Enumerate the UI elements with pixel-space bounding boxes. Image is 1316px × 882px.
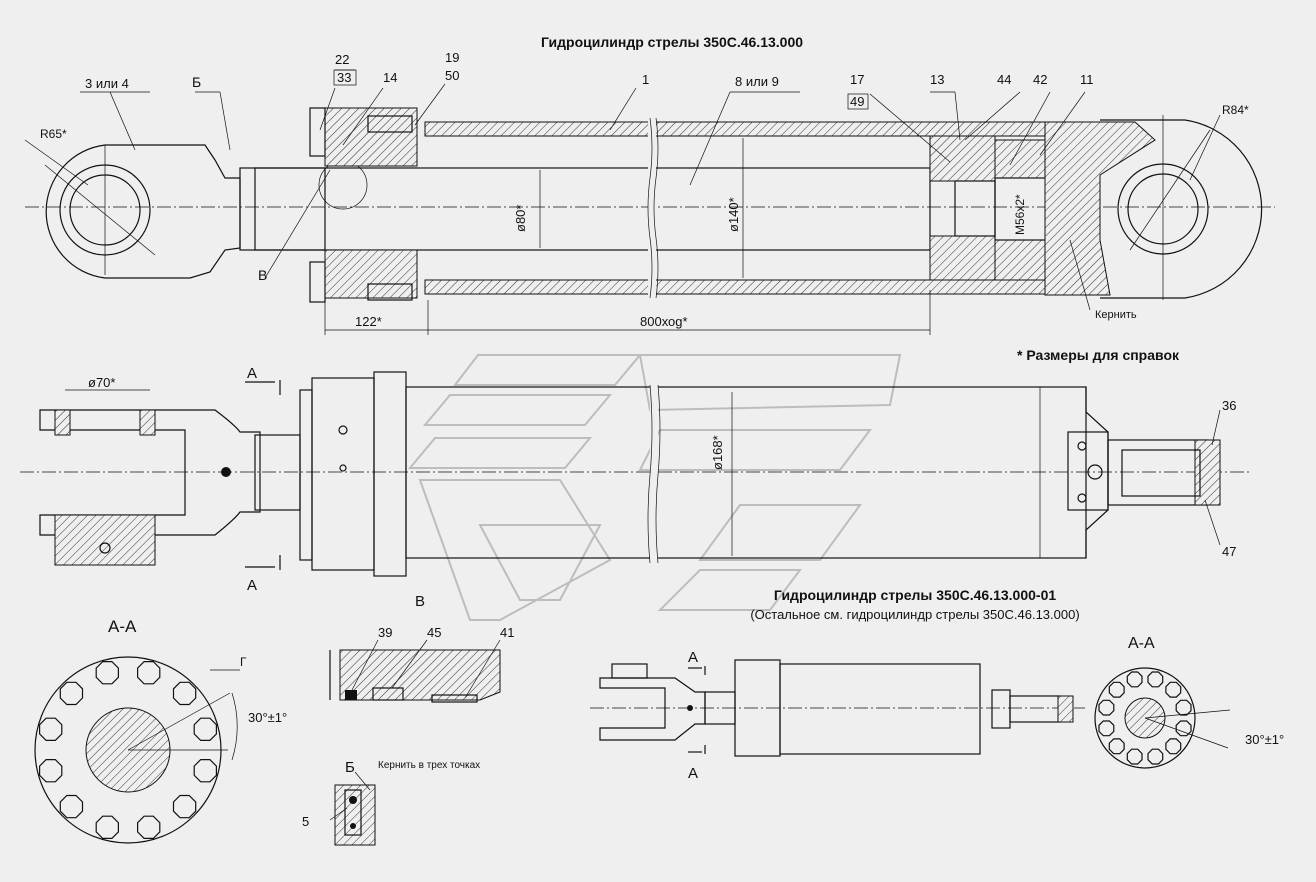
callout-19: 19 [445,50,459,65]
kernit-three-points: Кернить в трех точках [378,760,480,771]
section-aa-right [1094,667,1231,769]
bolt-head-icon [1147,671,1164,688]
reference-note: * Размеры для справок [1017,347,1180,363]
callout-5: 5 [302,814,309,829]
bolt-head-icon [193,758,217,783]
variant-arrow-a-upper: А [688,649,698,666]
view-b-detail [329,771,376,846]
dim-d70: ø70* [88,375,115,390]
callout-50: 50 [445,68,459,83]
top-section-view [24,69,1275,335]
bolt-head-icon [38,717,63,742]
bolt-head-icon [172,681,197,706]
variant-exterior-view [590,659,1085,757]
callout-44: 44 [997,72,1011,87]
callout-gamma: Г [240,655,247,669]
bolt-head-icon [38,758,63,783]
variant-note: (Остальное см. гидроцилиндр стрелы 350С.… [750,607,1079,622]
dim-d168: ø168* [710,435,725,470]
bolt-head-icon [1126,671,1143,688]
variant-title: Гидроцилиндр стрелы 350С.46.13.000-01 [774,587,1056,603]
callout-b-top: Б [192,74,201,90]
callout-3-or-4: 3 или 4 [85,76,129,91]
bolt-head-icon [1108,681,1125,698]
view-v-title: В [415,593,425,610]
main-title: Гидроцилиндр стрелы 350С.46.13.000 [541,34,803,50]
angle-left: 30°±1° [248,710,287,725]
callout-14: 14 [383,70,397,85]
callout-45: 45 [427,625,441,640]
section-aa-left-title: А-А [108,617,137,636]
bolt-head-icon [1165,738,1182,755]
section-aa-right-title: А-А [1128,635,1155,652]
dim-122: 122* [355,314,382,329]
section-arrow-a-upper: А [247,365,257,382]
bolt-head-icon [59,794,84,819]
callout-11: 11 [1080,72,1094,87]
dim-800: 800хоg* [640,314,688,329]
view-v-detail [329,639,501,703]
callout-13: 13 [930,72,944,87]
middle-exterior-view [20,371,1250,577]
variant-arrow-a-lower: А [688,765,698,782]
dim-r65: R65* [40,127,67,141]
callout-8-or-9: 8 или 9 [735,74,779,89]
bolt-head-icon [95,815,120,840]
callout-1: 1 [642,72,649,87]
callout-33: 33 [337,70,351,85]
bolt-head-icon [1175,720,1192,737]
callout-42: 42 [1033,72,1047,87]
dim-m56: M56x2* [1013,194,1027,235]
bolt-head-icon [1108,738,1125,755]
bolt-head-icon [1165,681,1182,698]
callout-41: 41 [500,625,514,640]
bolt-head-icon [59,681,84,706]
callout-17: 17 [850,72,864,87]
section-aa-left [34,656,240,844]
callout-22: 22 [335,52,349,67]
view-b-title: Б [345,759,355,776]
callout-v: В [258,267,267,283]
angle-right: 30°±1° [1245,732,1284,747]
bolt-head-icon [193,717,217,742]
callout-39: 39 [378,625,392,640]
callout-36: 36 [1222,398,1236,413]
bolt-head-icon [95,660,120,685]
bolt-head-icon [172,794,197,819]
section-arrow-a-lower: А [247,577,257,594]
kernit-label: Кернить [1095,309,1137,321]
bolt-head-icon [1175,699,1192,716]
bolt-head-icon [137,815,161,840]
dim-d80: ø80* [513,205,528,232]
watermark-logo [407,354,902,621]
bolt-head-icon [137,660,161,685]
dim-r84: R84* [1222,103,1249,117]
bolt-head-icon [1098,699,1115,716]
callout-49: 49 [850,94,864,109]
callout-47: 47 [1222,544,1236,559]
dim-d140: ø140* [726,197,741,232]
bolt-head-icon [1126,748,1143,765]
bolt-head-icon [1098,720,1115,737]
bolt-head-icon [1147,748,1164,765]
